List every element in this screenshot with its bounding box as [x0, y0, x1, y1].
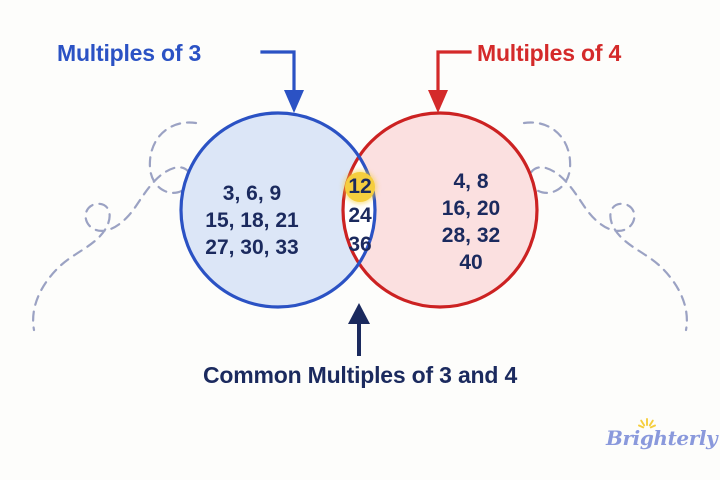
arrowhead-up-navy — [348, 303, 370, 324]
caption-common-multiples: Common Multiples of 3 and 4 — [202, 362, 518, 388]
leader-arrow-left — [260, 50, 304, 113]
circle-multiples-of-4-outline — [341, 111, 539, 309]
label-multiples-of-4: Multiples of 4 — [477, 40, 622, 66]
arrowhead-down-blue — [284, 90, 304, 113]
intersection-line: 24 — [348, 204, 372, 227]
leader-arrow-bottom — [348, 303, 370, 356]
left-set-values: 3, 6, 9 15, 18, 21 27, 30, 33 — [178, 180, 326, 261]
circle-multiples-of-3-outline — [179, 111, 377, 309]
sun-burst-icon — [638, 418, 656, 429]
right-set-line: 4, 8 — [453, 170, 489, 193]
intersection-line: 36 — [348, 233, 372, 256]
left-set-line: 3, 6, 9 — [222, 182, 282, 205]
decorative-dashed-curve-left — [32, 121, 198, 332]
circle-multiples-of-3 — [181, 113, 375, 307]
right-set-line: 16, 20 — [441, 197, 501, 220]
circle-multiples-of-4 — [343, 113, 537, 307]
decorative-dashed-curve-right — [522, 121, 688, 332]
arrowhead-down-red — [428, 90, 448, 113]
right-set-line: 28, 32 — [441, 224, 501, 247]
right-set-values: 4, 8 16, 20 28, 32 40 — [396, 168, 546, 276]
left-set-line: 27, 30, 33 — [205, 236, 299, 259]
intersection-values: 12 24 36 — [330, 171, 390, 259]
highlighted-value-12: 12 — [344, 171, 376, 202]
logo-wordmark: Brighterly — [606, 426, 718, 450]
intersection-line: 12 — [330, 171, 390, 202]
brighterly-logo: Brighterly — [606, 418, 718, 452]
leader-arrow-right — [428, 50, 472, 113]
right-set-line: 40 — [459, 251, 483, 274]
left-set-line: 15, 18, 21 — [205, 209, 299, 232]
label-multiples-of-3: Multiples of 3 — [57, 40, 202, 66]
